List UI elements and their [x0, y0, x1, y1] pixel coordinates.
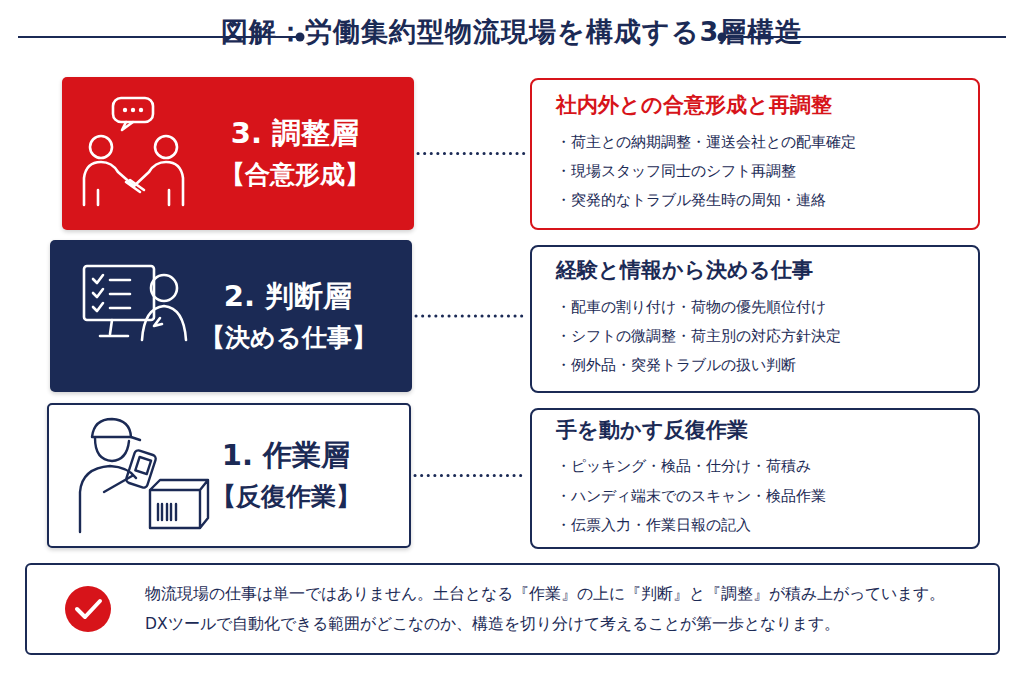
layer-box: 2. 判断層【決める仕事】 [50, 240, 412, 392]
dotted-connector [415, 474, 526, 477]
bullet-item: ・ピッキング・検品・仕分け・荷積み [556, 452, 954, 481]
dotted-connector [418, 152, 526, 155]
layer-subtitle: 【反復作業】 [181, 481, 391, 514]
detail-heading: 経験と情報から決める仕事 [556, 257, 954, 284]
note-text: 物流現場の仕事は単一ではありません。土台となる『作業』の上に『判断』と『調整』が… [145, 579, 978, 639]
detail-box: 経験と情報から決める仕事・配車の割り付け・荷物の優先順位付け・シフトの微調整・荷… [530, 245, 980, 393]
diagram-title: 図解：労働集約型物流現場を構成する3層構造 [0, 14, 1024, 50]
bullet-item: ・シフトの微調整・荷主別の対応方針決定 [556, 322, 954, 351]
layer-subtitle: 【決める仕事】 [182, 322, 394, 355]
bullet-item: ・荷主との納期調整・運送会社との配車確定 [556, 128, 954, 157]
bullet-item: ・突発的なトラブル発生時の周知・連絡 [556, 186, 954, 215]
layer-title: 2. 判断層 [182, 278, 394, 316]
detail-heading: 手を動かす反復作業 [556, 417, 954, 444]
layer-box: 1. 作業層【反復作業】 [47, 403, 411, 548]
bullet-item: ・現場スタッフ同士のシフト再調整 [556, 157, 954, 186]
detail-heading: 社内外との合意形成と再調整 [556, 92, 954, 119]
bullet-item: ・配車の割り付け・荷物の優先順位付け [556, 293, 954, 322]
layer-title: 3. 調整層 [194, 115, 396, 153]
bullet-item: ・ハンディ端末でのスキャン・検品作業 [556, 482, 954, 511]
layer-title: 1. 作業層 [181, 437, 391, 475]
detail-box: 社内外との合意形成と再調整・荷主との納期調整・運送会社との配車確定・現場スタッフ… [530, 78, 980, 230]
bullet-item: ・伝票入力・作業日報の記入 [556, 511, 954, 540]
note-box: 物流現場の仕事は単一ではありません。土台となる『作業』の上に『判断』と『調整』が… [25, 563, 1000, 655]
dotted-connector [416, 315, 526, 318]
detail-box: 手を動かす反復作業・ピッキング・検品・仕分け・荷積み・ハンディ端末でのスキャン・… [530, 408, 980, 549]
layer-subtitle: 【合意形成】 [194, 159, 396, 192]
bullet-item: ・例外品・突発トラブルの扱い判断 [556, 351, 954, 380]
layer-box: 3. 調整層【合意形成】 [62, 77, 414, 230]
